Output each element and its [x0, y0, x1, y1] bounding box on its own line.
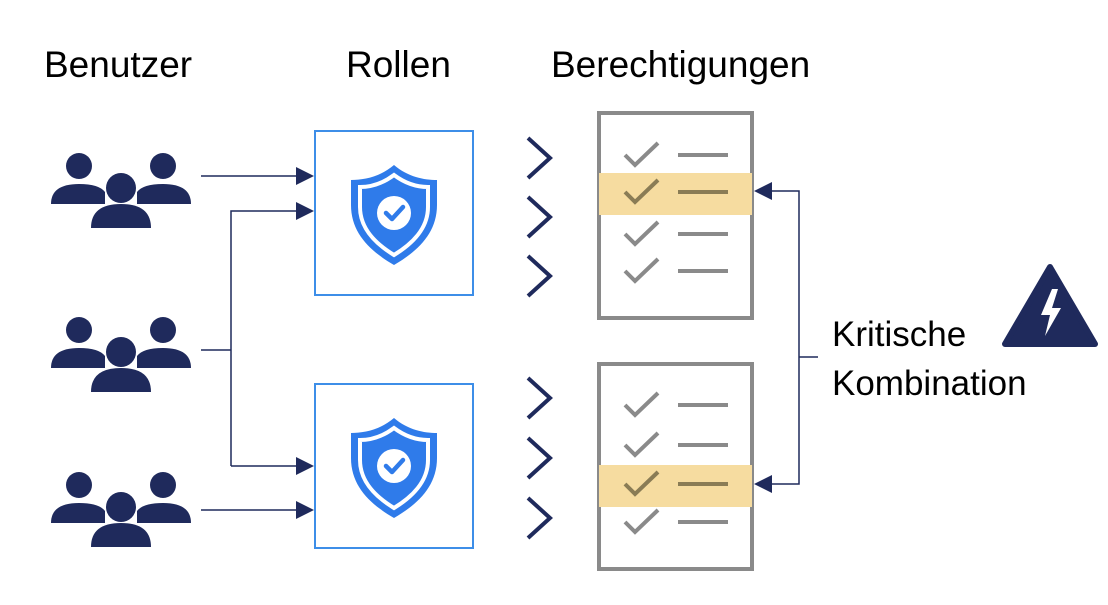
header-users: Benutzer — [44, 44, 193, 85]
users-group-icon — [51, 472, 191, 547]
chevron-right-icon — [526, 436, 552, 480]
check-icon — [623, 431, 660, 458]
header-permissions: Berechtigungen — [551, 44, 811, 85]
chevron-right-icon — [526, 136, 552, 180]
critical-bracket — [754, 182, 818, 493]
header-roles: Rollen — [346, 44, 451, 85]
warning-lightning-icon — [1002, 264, 1098, 347]
role-box-1 — [314, 130, 474, 296]
users-group-icon — [51, 153, 191, 228]
user-group-2 — [51, 317, 191, 392]
permission-row — [623, 391, 728, 418]
user-group-3 — [51, 472, 191, 547]
permission-row — [623, 508, 728, 535]
permission-list-1 — [597, 111, 754, 320]
permission-row — [623, 431, 728, 458]
chevron-right-icon — [526, 195, 552, 239]
critical-highlight — [599, 173, 752, 215]
role-box-2 — [314, 383, 474, 549]
chevron-right-icon — [526, 376, 552, 420]
critical-label-line-1: Kritische — [832, 315, 967, 354]
permission-row — [623, 257, 728, 284]
check-icon — [623, 391, 660, 418]
check-icon — [623, 257, 660, 284]
check-icon — [623, 220, 660, 247]
permission-row — [623, 141, 728, 168]
chevrons-upper — [526, 136, 552, 298]
user-role-connectors — [201, 175, 300, 511]
check-icon — [623, 141, 660, 168]
check-icon — [623, 508, 660, 535]
critical-highlight — [599, 465, 752, 507]
permission-row — [623, 220, 728, 247]
user-group-1 — [51, 153, 191, 228]
permission-list-2 — [597, 362, 754, 571]
chevrons-lower — [526, 376, 552, 540]
chevron-right-icon — [526, 254, 552, 298]
users-group-icon — [51, 317, 191, 392]
check-icon — [623, 470, 660, 497]
chevron-right-icon — [526, 496, 552, 540]
critical-label-line-2: Kombination — [832, 364, 1027, 403]
permission-row — [599, 173, 752, 215]
permission-row — [599, 465, 752, 507]
check-icon — [623, 178, 660, 205]
connector-arrowheads — [296, 167, 314, 519]
